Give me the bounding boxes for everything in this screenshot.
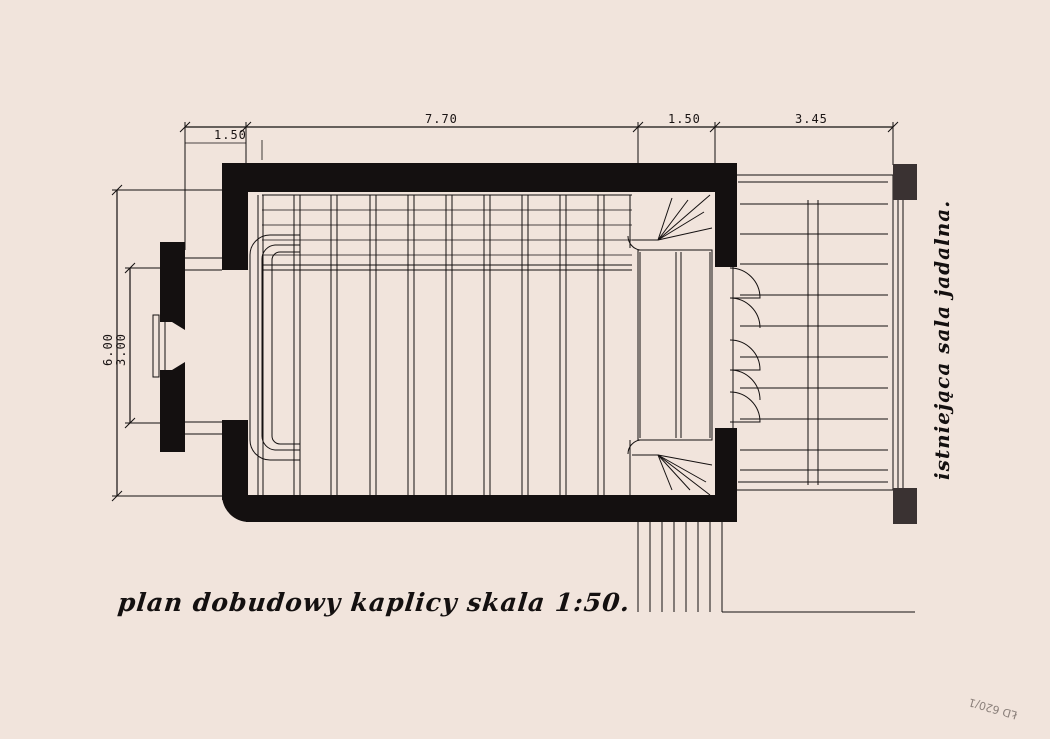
dim-top-3: 1.50: [668, 112, 701, 126]
dim-left-inner: 3.00: [114, 333, 128, 366]
dim-top-1: 1.50: [214, 128, 247, 142]
dining-hall-label: istniejąca sala jadalna.: [930, 199, 954, 480]
dim-top-2: 7.70: [425, 112, 458, 126]
drawing-caption: plan dobudowy kaplicy skala 1:50.: [116, 588, 632, 617]
dim-top-4: 3.45: [795, 112, 828, 126]
dim-left-outer: 6.00: [101, 333, 115, 366]
